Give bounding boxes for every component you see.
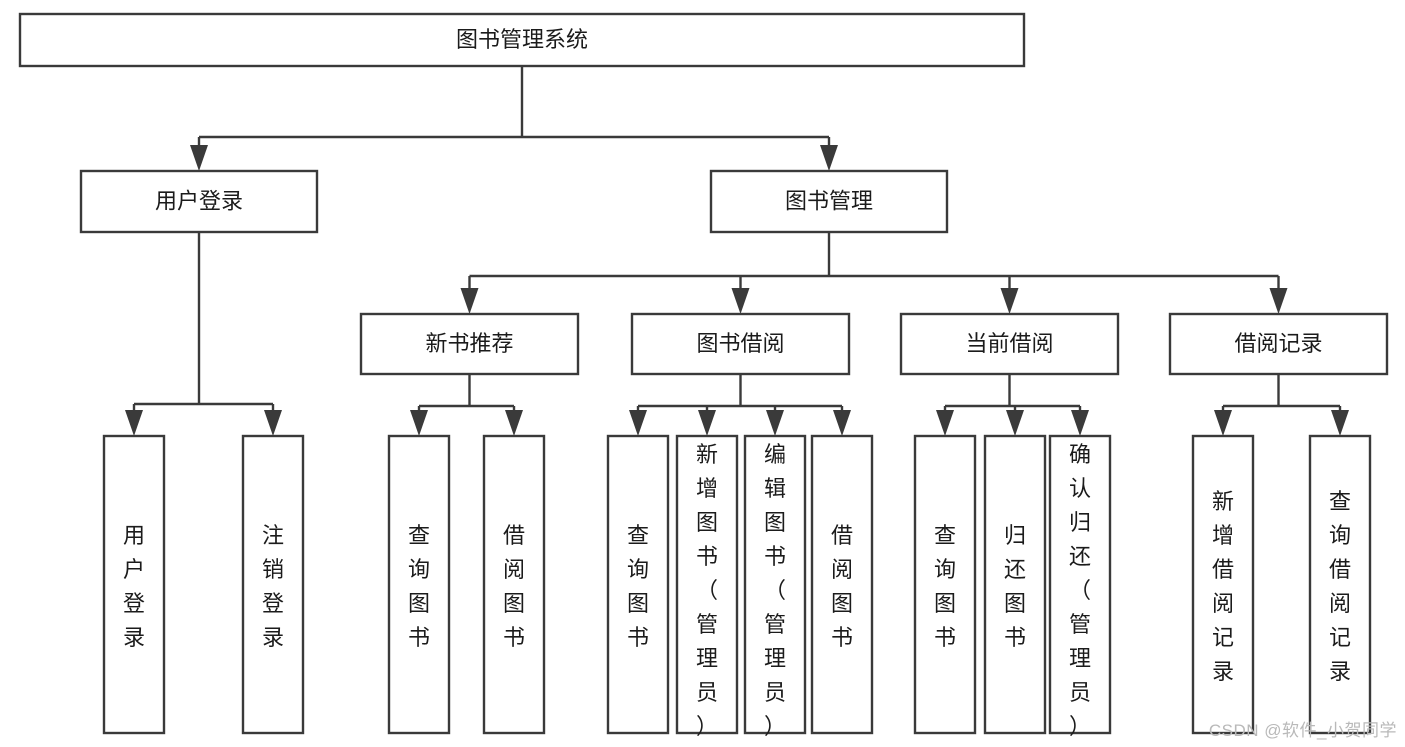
node-leaf-user-login[interactable]: 用户登录 xyxy=(102,434,166,735)
edges-layer xyxy=(125,66,1349,436)
arrow-head-icon xyxy=(1000,288,1019,314)
node-box[interactable] xyxy=(241,434,305,735)
node-label: 当前借阅 xyxy=(965,331,1053,356)
node-leaf-rec-borrow-book[interactable]: 借阅图书 xyxy=(482,434,546,735)
node-label: 图书借阅 xyxy=(696,331,784,356)
arrow-head-icon xyxy=(460,288,479,314)
node-l3-current-borrow[interactable]: 当前借阅 xyxy=(899,312,1120,376)
node-label: 归还图书 xyxy=(1004,523,1026,650)
node-label: 借阅记录 xyxy=(1234,331,1322,356)
node-box[interactable] xyxy=(606,434,670,735)
node-l2-user-login[interactable]: 用户登录 xyxy=(79,169,319,234)
node-label: 新增借阅记录 xyxy=(1212,489,1234,684)
node-label: 确认归还（管理员） xyxy=(1069,442,1091,739)
arrow-head-icon xyxy=(410,410,428,436)
node-l2-book-manage[interactable]: 图书管理 xyxy=(709,169,949,234)
node-box[interactable] xyxy=(709,169,949,234)
node-label: 查询图书 xyxy=(627,523,649,650)
node-leaf-user-logout[interactable]: 注销登录 xyxy=(241,434,305,735)
node-label: 借阅图书 xyxy=(831,523,853,650)
node-box[interactable] xyxy=(983,434,1047,735)
arrow-head-icon xyxy=(125,410,143,436)
node-l3-book-borrow[interactable]: 图书借阅 xyxy=(630,312,851,376)
node-leaf-cur-return-book[interactable]: 归还图书 xyxy=(983,434,1047,735)
node-label: 新增图书（管理员） xyxy=(696,442,718,739)
node-root[interactable]: 图书管理系统 xyxy=(18,12,1026,68)
node-box[interactable] xyxy=(102,434,166,735)
node-label: 新书推荐 xyxy=(425,331,513,356)
node-box[interactable] xyxy=(913,434,977,735)
node-leaf-cur-query-book[interactable]: 查询图书 xyxy=(913,434,977,735)
nodes-layer: 图书管理系统用户登录图书管理新书推荐图书借阅当前借阅借阅记录用户登录注销登录查询… xyxy=(18,12,1389,739)
node-label: 查询借阅记录 xyxy=(1329,489,1351,684)
node-box[interactable] xyxy=(630,312,851,376)
node-box[interactable] xyxy=(359,312,580,376)
node-label: 借阅图书 xyxy=(503,523,525,650)
node-box[interactable] xyxy=(387,434,451,735)
node-leaf-borrow-lend-book[interactable]: 借阅图书 xyxy=(810,434,874,735)
node-box[interactable] xyxy=(675,434,739,735)
arrow-head-icon xyxy=(820,145,838,171)
node-l3-new-book-rec[interactable]: 新书推荐 xyxy=(359,312,580,376)
node-leaf-borrow-query-book[interactable]: 查询图书 xyxy=(606,434,670,735)
arrow-head-icon xyxy=(1006,410,1024,436)
arrow-head-icon xyxy=(833,410,851,436)
node-label: 用户登录 xyxy=(123,523,145,650)
node-leaf-borrow-edit-book[interactable]: 编辑图书（管理员） xyxy=(743,434,807,739)
node-leaf-cur-confirm-return[interactable]: 确认归还（管理员） xyxy=(1048,434,1112,739)
node-box[interactable] xyxy=(18,12,1026,68)
node-l3-borrow-record[interactable]: 借阅记录 xyxy=(1168,312,1389,376)
arrow-head-icon xyxy=(731,288,750,314)
arrow-head-icon xyxy=(264,410,282,436)
arrow-head-icon xyxy=(936,410,954,436)
node-label: 查询图书 xyxy=(408,523,430,650)
arrow-head-icon xyxy=(629,410,647,436)
node-box[interactable] xyxy=(1308,434,1372,735)
arrow-head-icon xyxy=(1269,288,1288,314)
node-box[interactable] xyxy=(482,434,546,735)
node-leaf-rec-add-record[interactable]: 新增借阅记录 xyxy=(1191,434,1255,735)
node-box[interactable] xyxy=(1168,312,1389,376)
node-leaf-rec-query-book[interactable]: 查询图书 xyxy=(387,434,451,735)
arrow-head-icon xyxy=(1331,410,1349,436)
arrow-head-icon xyxy=(1071,410,1089,436)
node-box[interactable] xyxy=(1191,434,1255,735)
node-label: 注销登录 xyxy=(262,523,284,650)
node-box[interactable] xyxy=(1048,434,1112,735)
node-box[interactable] xyxy=(743,434,807,735)
node-label: 图书管理系统 xyxy=(456,27,588,52)
node-box[interactable] xyxy=(79,169,319,234)
node-label: 查询图书 xyxy=(934,523,956,650)
node-box[interactable] xyxy=(810,434,874,735)
node-box[interactable] xyxy=(899,312,1120,376)
arrow-head-icon xyxy=(698,410,716,436)
arrow-head-icon xyxy=(190,145,208,171)
node-label: 编辑图书（管理员） xyxy=(764,442,786,739)
arrow-head-icon xyxy=(1214,410,1232,436)
arrow-head-icon xyxy=(766,410,784,436)
node-leaf-borrow-add-book[interactable]: 新增图书（管理员） xyxy=(675,434,739,739)
node-label: 用户登录 xyxy=(155,188,243,213)
node-label: 图书管理 xyxy=(785,188,873,213)
node-leaf-rec-query-record[interactable]: 查询借阅记录 xyxy=(1308,434,1372,735)
arrow-head-icon xyxy=(505,410,523,436)
